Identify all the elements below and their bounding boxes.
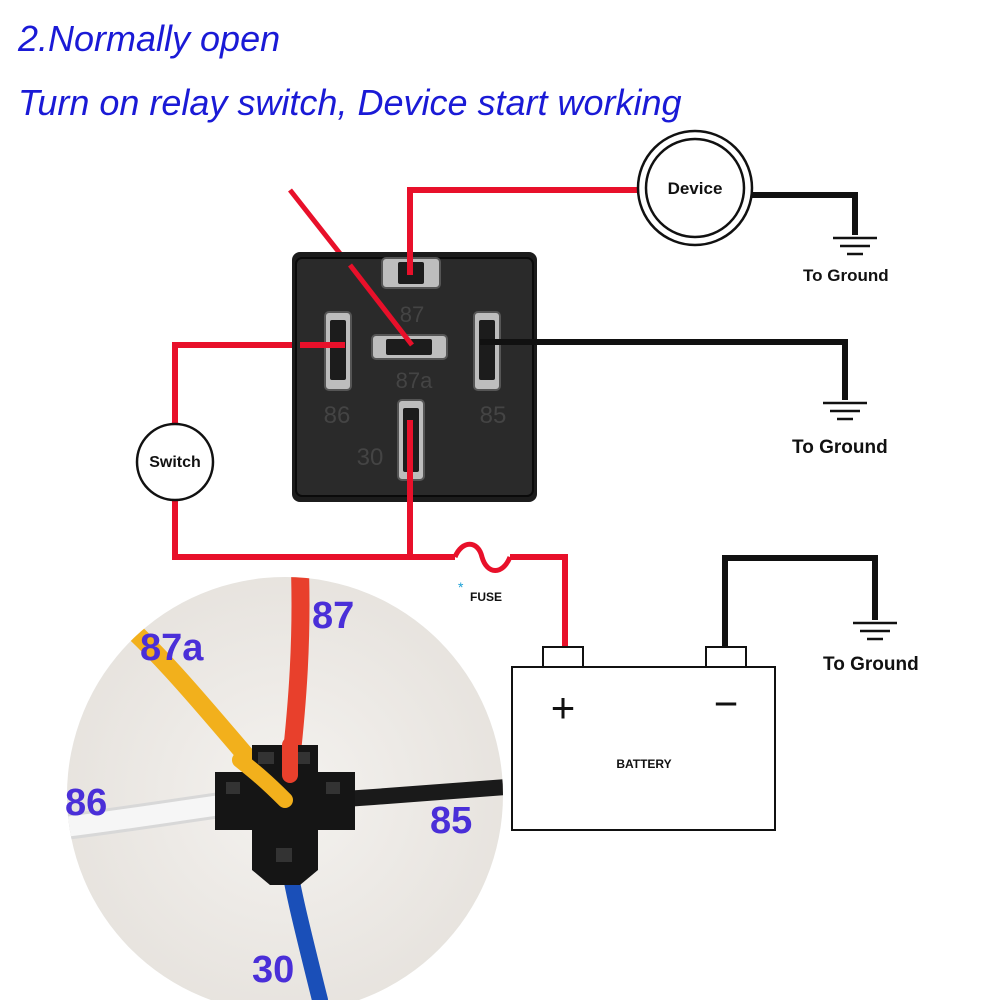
- photo-label-86: 86: [65, 782, 107, 824]
- photo-label-30: 30: [252, 949, 294, 991]
- device: Device: [636, 129, 754, 247]
- switch-label: Switch: [149, 454, 201, 471]
- battery-label: BATTERY: [616, 757, 671, 771]
- battery-negative-terminal: [705, 646, 747, 668]
- photo-label-85: 85: [430, 800, 472, 842]
- wire-fuse-to-battery: [510, 554, 568, 648]
- relay-label-86: 86: [324, 402, 351, 429]
- relay-label-87a: 87a: [396, 368, 433, 393]
- fuse-label: FUSE: [470, 590, 502, 604]
- fuse-asterisk: *: [458, 579, 464, 595]
- to-ground-label-battery: To Ground: [823, 654, 919, 675]
- ground-symbol-device: [833, 236, 877, 256]
- wire-switch-to-30: [172, 500, 455, 560]
- device-label: Device: [668, 179, 723, 198]
- battery-plus: +: [551, 684, 576, 731]
- photo-label-87a: 87a: [140, 627, 204, 669]
- wire-86-to-switch: [172, 342, 345, 425]
- ground-symbol-battery: [853, 621, 897, 641]
- wire-battery-to-ground: [722, 555, 878, 648]
- battery: + − BATTERY: [511, 646, 776, 831]
- wire-device-to-ground: [752, 192, 858, 235]
- diagram-subtitle: Turn on relay switch, Device start worki…: [18, 82, 682, 123]
- battery-minus: −: [714, 680, 739, 727]
- relay-label-85: 85: [480, 402, 507, 429]
- switch: Switch: [135, 422, 215, 502]
- to-ground-label-device: To Ground: [803, 266, 889, 285]
- photo-label-87: 87: [312, 595, 354, 637]
- relay-socket: [215, 745, 355, 885]
- to-ground-label-85: To Ground: [792, 437, 888, 458]
- relay-label-30: 30: [357, 444, 384, 471]
- wire-85-to-ground: [480, 339, 848, 400]
- relay-label-87: 87: [400, 302, 424, 327]
- battery-positive-terminal: [542, 646, 584, 668]
- diagram-title: 2.Normally open: [18, 18, 281, 59]
- relay: 87 87a 86 85 30: [292, 252, 537, 502]
- relay-socket-photo: [67, 577, 503, 1000]
- fuse-symbol: [452, 541, 513, 573]
- ground-symbol-85: [823, 401, 867, 421]
